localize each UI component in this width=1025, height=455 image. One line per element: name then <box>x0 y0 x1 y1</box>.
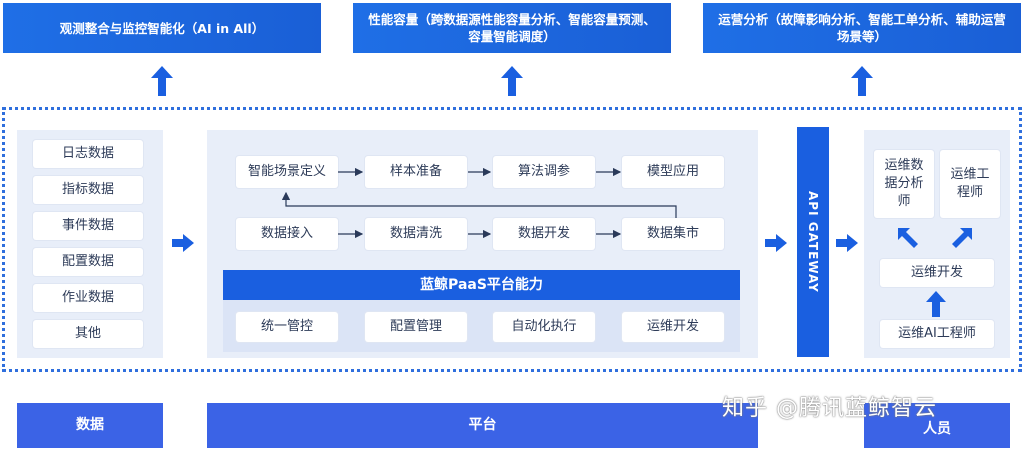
diag-arrow-icon <box>898 228 918 248</box>
role-ai-engineer-label: 运维AI工程师 <box>898 326 976 341</box>
bottom-bar-people-label: 人员 <box>923 421 951 437</box>
role-ops-engineer: 运维工程师 <box>940 150 1000 218</box>
data-source-item: 其他 <box>33 320 143 348</box>
pipeline-step: 智能场景定义 <box>236 156 338 188</box>
role-ai-engineer: 运维AI工程师 <box>880 320 994 348</box>
watermark-label: 知乎 @腾讯蓝鲸智云 <box>722 396 937 421</box>
bottom-bar-data-label: 数据 <box>76 417 104 433</box>
pipeline-step: 样本准备 <box>365 156 467 188</box>
up-arrow-icon <box>501 66 523 96</box>
data-source-item: 指标数据 <box>33 176 143 204</box>
pipeline-step: 算法调参 <box>493 156 595 188</box>
role-data-analyst-label: 运维数据分析师 <box>884 158 924 209</box>
up-arrow-icon <box>151 66 173 96</box>
top-box-capacity: 性能容量（跨数据源性能容量分析、智能容量预测、容量智能调度） <box>353 3 671 53</box>
pipeline-step: 数据接入 <box>236 218 338 250</box>
right-arrow-icon <box>765 234 787 252</box>
role-devops-label: 运维开发 <box>910 265 963 280</box>
platform-capability: 自动化执行 <box>493 312 595 342</box>
right-arrow-icon <box>836 234 858 252</box>
right-arrow-icon <box>172 234 194 252</box>
top-box-observability: 观测整合与监控智能化（AI in All） <box>3 3 321 53</box>
pipeline-step: 数据集市 <box>622 218 724 250</box>
top-box-observability-label: 观测整合与监控智能化（AI in All） <box>59 20 265 36</box>
up-arrow-icon <box>851 66 873 96</box>
role-data-analyst: 运维数据分析师 <box>874 150 934 218</box>
pipeline-step: 模型应用 <box>622 156 724 188</box>
bottom-bar-platform: 平台 <box>207 403 758 448</box>
platform-title: 蓝鲸PaaS平台能力 <box>223 270 740 300</box>
data-source-item: 事件数据 <box>33 212 143 240</box>
up-arrow-icon <box>926 291 946 317</box>
top-box-operations: 运营分析（故障影响分析、智能工单分析、辅助运营场景等） <box>703 3 1021 53</box>
top-box-operations-label: 运营分析（故障影响分析、智能工单分析、辅助运营场景等） <box>718 12 1006 44</box>
top-box-capacity-label: 性能容量（跨数据源性能容量分析、智能容量预测、容量智能调度） <box>368 12 656 44</box>
bottom-bar-data: 数据 <box>17 403 163 448</box>
platform-capability: 运维开发 <box>622 312 724 342</box>
data-source-item: 日志数据 <box>33 140 143 168</box>
data-source-item: 配置数据 <box>33 248 143 276</box>
role-devops: 运维开发 <box>880 259 994 287</box>
platform-capability: 统一管控 <box>236 312 338 342</box>
diag-arrow-icon <box>952 228 972 248</box>
pipeline-step: 数据开发 <box>493 218 595 250</box>
platform-capability: 配置管理 <box>365 312 467 342</box>
role-ops-engineer-label: 运维工程师 <box>950 167 990 200</box>
watermark: 知乎 @腾讯蓝鲸智云 <box>722 390 1022 422</box>
bottom-bar-platform-label: 平台 <box>468 417 497 433</box>
architecture-frame <box>2 107 1022 372</box>
pipeline-step: 数据清洗 <box>365 218 467 250</box>
bottom-bar-people: 人员 <box>864 403 1010 448</box>
api-gateway-label: API GATEWAY <box>806 191 820 293</box>
platform-title-label: 蓝鲸PaaS平台能力 <box>420 277 543 293</box>
api-gateway: API GATEWAY <box>797 127 829 357</box>
data-source-item: 作业数据 <box>33 284 143 312</box>
